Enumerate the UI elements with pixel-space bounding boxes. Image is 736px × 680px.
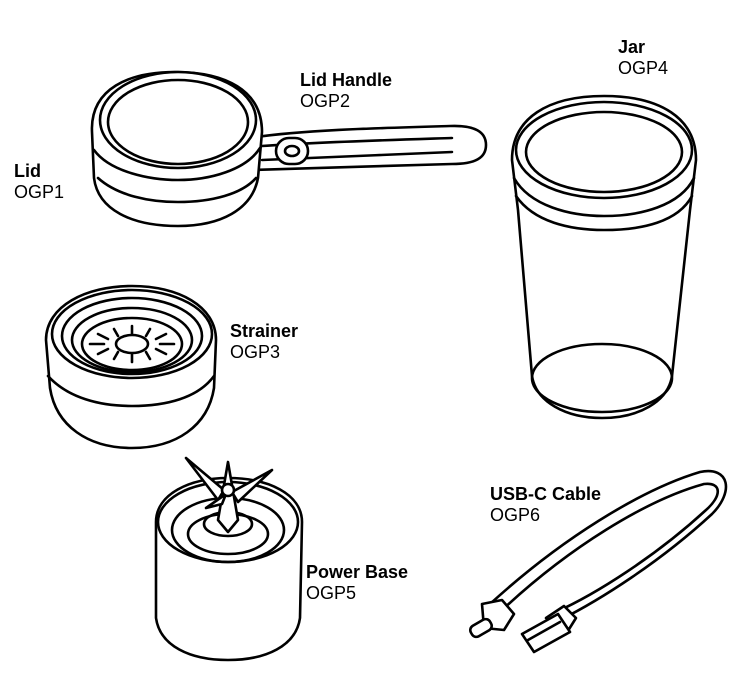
lid-illustration [90, 70, 264, 228]
strainer-illustration [44, 284, 218, 450]
part-label-lid: Lid OGP1 [14, 161, 64, 202]
part-code: OGP2 [300, 90, 351, 111]
part-code: OGP6 [490, 504, 541, 525]
part-name: Power Base [306, 562, 409, 582]
part-name: Lid [14, 161, 41, 181]
part-label-jar: Jar OGP4 [618, 37, 668, 78]
part-name: Lid Handle [300, 70, 393, 90]
part-code: OGP3 [230, 341, 281, 362]
part-name: Strainer [230, 321, 299, 341]
jar-illustration [510, 94, 698, 420]
part-label-strainer: Strainer OGP3 [230, 321, 298, 362]
power-base-illustration [154, 456, 304, 662]
part-label-lid-handle: Lid Handle OGP2 [300, 70, 392, 111]
part-code: OGP5 [306, 582, 357, 603]
part-label-power-base: Power Base OGP5 [306, 562, 408, 603]
part-name: Jar [618, 37, 646, 57]
part-label-usb-c-cable: USB-C Cable OGP6 [490, 484, 601, 525]
part-code: OGP4 [618, 57, 669, 78]
usb-c-cable-illustration [469, 469, 728, 654]
part-code: OGP1 [14, 181, 65, 202]
lid-handle-illustration [248, 124, 488, 172]
part-name: USB-C Cable [490, 484, 602, 504]
